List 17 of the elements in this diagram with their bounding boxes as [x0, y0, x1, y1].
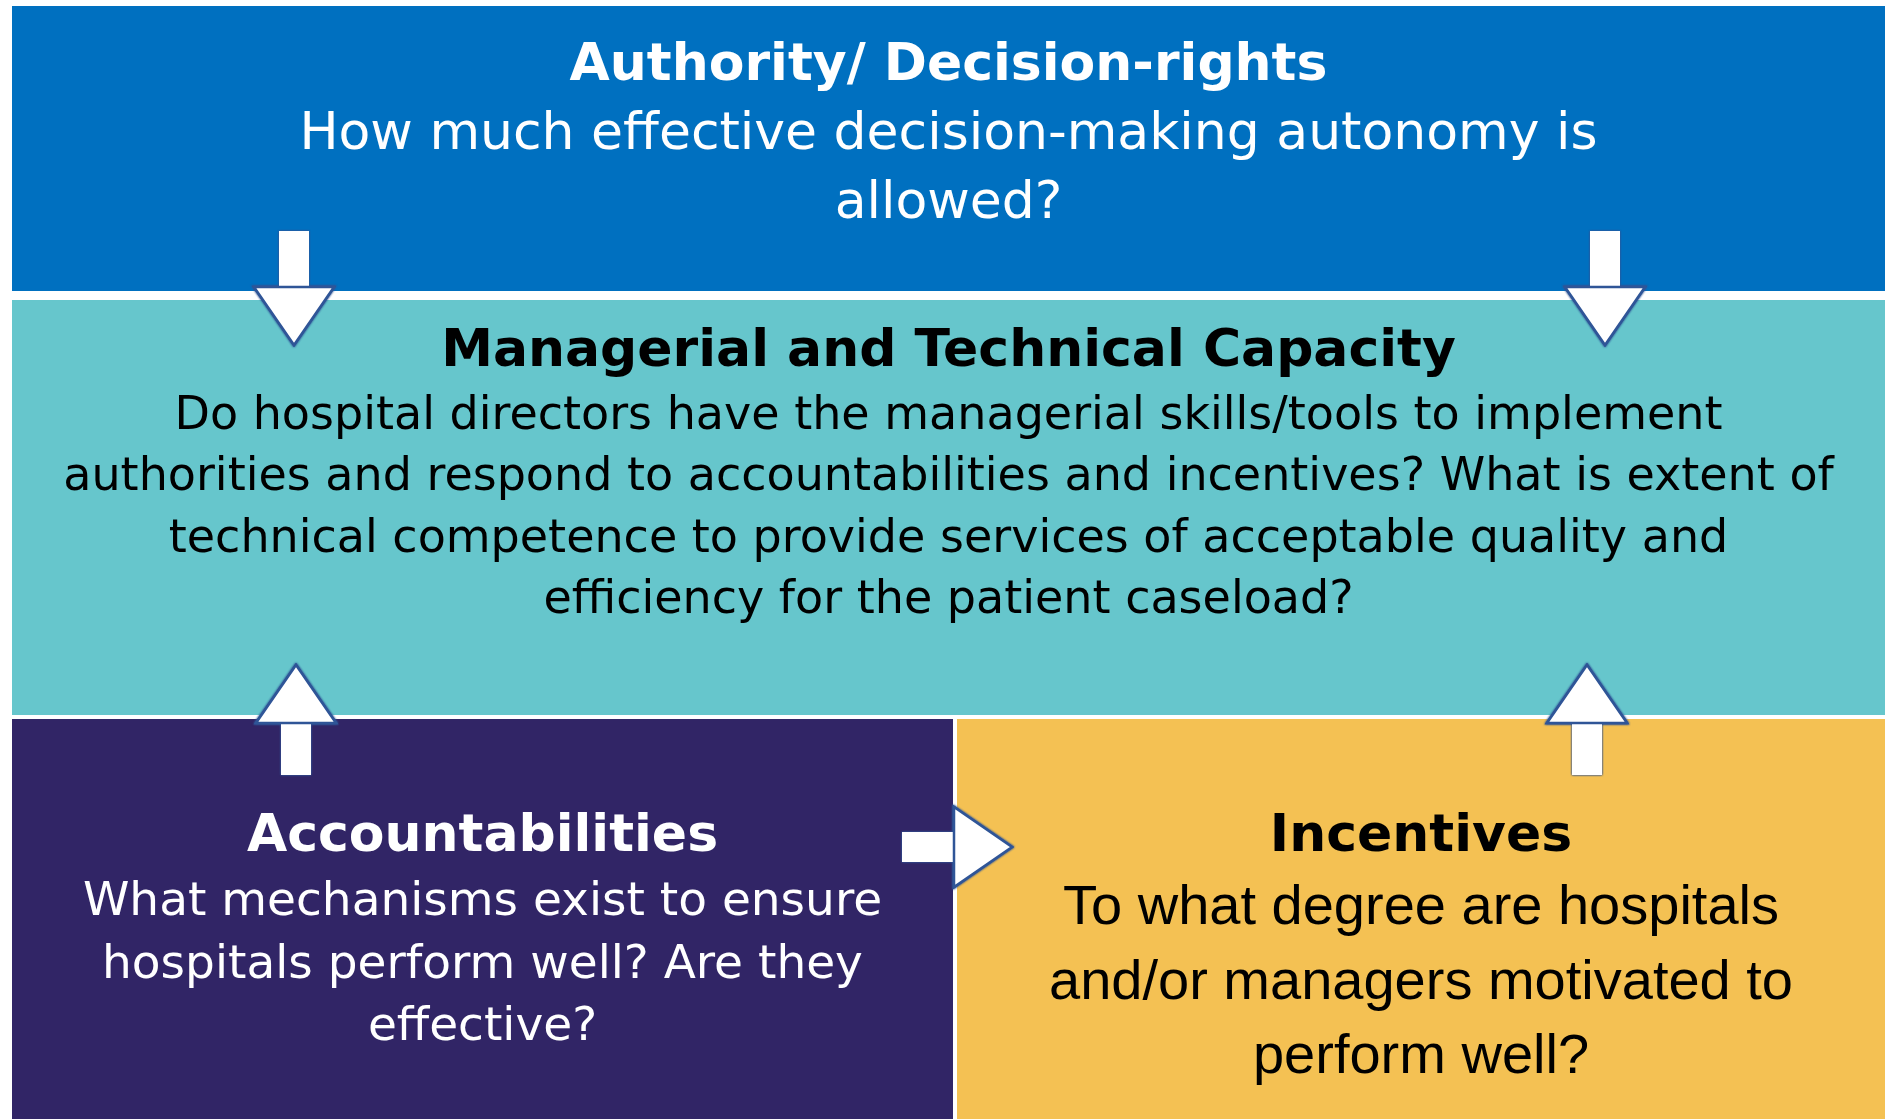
block-arrow: [902, 805, 1014, 889]
heading: Accountabilities: [246, 802, 719, 865]
block-arrow: [1563, 231, 1647, 347]
panel: [957, 719, 1885, 1119]
question-text: Do hospital directors have the managerial skills/tools to implement authorities and respond to accountabilities and incentives? What is extent of technical competence to provide services of acceptable quality and efficiency for the patient caseload?: [62, 385, 1836, 626]
block-arrow: [1545, 663, 1629, 775]
panel: [12, 6, 1885, 291]
panel: [12, 719, 953, 1119]
heading: Incentives: [1269, 802, 1573, 865]
block-arrow: [254, 663, 338, 775]
question-text: What mechanisms exist to ensure hospitals perform well? Are they effective?: [81, 870, 884, 1054]
block-arrow: [252, 231, 336, 347]
heading: Managerial and Technical Capacity: [441, 317, 1456, 380]
heading: Authority/ Decision-rights: [569, 31, 1328, 94]
panel: [12, 300, 1885, 715]
question-text: How much effective decision-making autonomy is allowed?: [298, 100, 1599, 233]
question-text: To what degree are hospitals and/or managers motivated to perform well?: [1048, 872, 1794, 1088]
